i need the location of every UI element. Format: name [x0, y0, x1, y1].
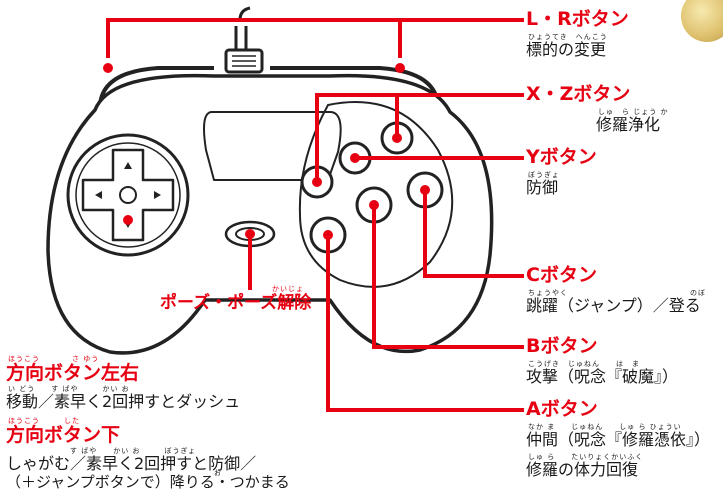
y-button-ruby: ぼうぎょ [528, 171, 560, 179]
dpad-lr-desc-ruby: い どう す ばや かい お [8, 385, 130, 393]
a-button-label: Aボタン [526, 398, 598, 420]
xz-button-desc: 修羅浄化 [596, 115, 661, 134]
lr-button-desc: 標的の変更 [526, 40, 607, 59]
dpad-down-desc-1: しゃがむ／素早く2回押すと防御／ [6, 454, 257, 473]
b-button-desc: 攻撃（呪念『破魔』） [526, 367, 679, 386]
b-button-ruby: こうげき じゅねん は ま [528, 360, 640, 368]
b-button-label: Bボタン [526, 335, 598, 357]
c-button-ruby-2: のぼ [690, 289, 706, 297]
c-button-desc: 跳躍（ジャンプ）／登る [526, 296, 701, 315]
dpad-down-ruby: ほうこう した [8, 417, 80, 425]
dpad-lr-desc: 移動／素早く2回押すとダッシュ [6, 392, 241, 411]
y-button-desc: 防御 [526, 178, 559, 197]
dpad-lr-ruby: ほうこう さ ゆう [8, 355, 100, 363]
pause-label: ポーズ・ポーズ解除 [160, 293, 312, 313]
lr-button-label: L・Rボタン [526, 8, 629, 30]
callout-endpoints [103, 63, 430, 240]
dpad-down-desc-2: （＋ジャンプボタンで）降りる・つかまる [6, 473, 290, 491]
xz-button-label: X・Zボタン [526, 83, 631, 105]
dpad-down-desc-ruby: す ばや かい お ぼうぎょ [70, 447, 197, 455]
dpad-down-desc-ruby-2: お [214, 469, 222, 477]
c-button-ruby-1: ちょうやく [528, 289, 568, 297]
lr-button-ruby: ひょうてき へんこう [528, 33, 608, 41]
callout-lines [106, 18, 524, 412]
pause-ruby: かいじょ [272, 285, 304, 293]
dpad-down-label: 方向ボタン下 [6, 424, 121, 446]
a-button-ruby-2: しゅ ら たいりょくかいふく [528, 453, 644, 461]
a-button-desc-1: 仲間（呪念『修羅憑依』） [526, 430, 711, 449]
xz-button-ruby: しゅ ら じょう か [598, 108, 669, 116]
a-button-desc-2: 修羅の体力回復 [526, 460, 639, 479]
c-button-label: Cボタン [526, 264, 597, 286]
dpad-lr-label: 方向ボタン左右 [6, 362, 140, 384]
decorative-emblem-icon [681, 0, 723, 42]
a-button-ruby-1: なか ま じゅねん しゅ ら ひょうい [528, 423, 682, 431]
y-button-label: Yボタン [526, 146, 597, 168]
